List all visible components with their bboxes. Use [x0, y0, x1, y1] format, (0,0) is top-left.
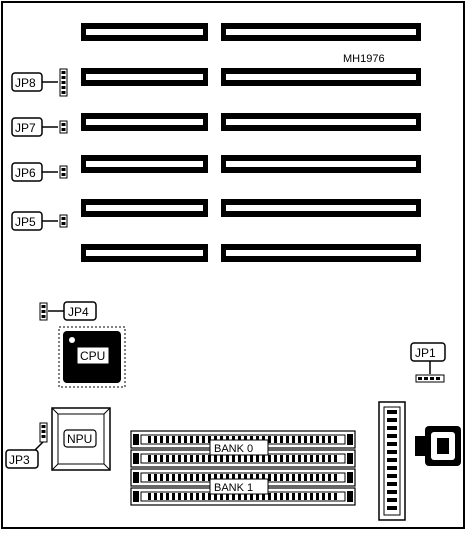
- expansion-slot: [81, 155, 208, 173]
- jumper-pins: [59, 214, 68, 228]
- power-pin: [387, 498, 397, 502]
- expansion-slot: [81, 199, 208, 217]
- power-pin: [387, 474, 397, 478]
- jumper-pins: [59, 120, 68, 134]
- power-pin: [387, 434, 397, 438]
- model-code: MH1976: [343, 53, 385, 65]
- jumper-pins: [39, 422, 48, 443]
- power-pin: [387, 410, 397, 414]
- jumper-jp8: JP8: [11, 68, 68, 97]
- power-pin: [387, 466, 397, 470]
- bank-0-label-box: BANK 0: [209, 439, 269, 456]
- power-pin: [387, 426, 397, 430]
- jumper-jp5: JP5: [11, 211, 68, 231]
- expansion-slot: [221, 155, 421, 173]
- jp4-label: JP4: [68, 305, 89, 319]
- jumper-pins: [415, 374, 445, 383]
- bank-1-label: BANK 1: [214, 482, 253, 494]
- power-connector: [378, 401, 406, 521]
- jumper-jp1: JP1: [410, 342, 446, 383]
- power-pin: [387, 442, 397, 446]
- jumper-jp3: JP3: [5, 422, 48, 469]
- expansion-slot: [221, 68, 421, 86]
- jumper-jp7: JP7: [11, 117, 68, 137]
- jp5-label: JP5: [15, 215, 36, 229]
- simm-slot: [130, 449, 356, 468]
- simm-slot: [130, 468, 356, 487]
- jumper-pins: [59, 165, 68, 179]
- power-pin: [387, 458, 397, 462]
- expansion-slot: [81, 113, 208, 131]
- jumper-jp4: JP4: [39, 301, 97, 321]
- cpu-chip: CPU: [58, 326, 126, 388]
- bank-0-label: BANK 0: [214, 443, 253, 455]
- jp7-label: JP7: [15, 121, 36, 135]
- expansion-slot: [221, 23, 421, 41]
- jumper-pins: [39, 302, 48, 321]
- jp1-label: JP1: [415, 346, 436, 360]
- expansion-slot: [221, 244, 421, 262]
- jp6-label: JP6: [15, 166, 36, 180]
- expansion-slot: [81, 23, 208, 41]
- expansion-slots: [81, 23, 421, 262]
- expansion-slot: [221, 113, 421, 131]
- jp8-label: JP8: [15, 76, 36, 90]
- npu-socket: NPU: [51, 407, 111, 471]
- jumper-jp6: JP6: [11, 162, 68, 182]
- expansion-slot: [221, 199, 421, 217]
- keyboard-connector: [415, 426, 461, 466]
- expansion-slot: [81, 244, 208, 262]
- power-pin: [387, 482, 397, 486]
- npu-label: NPU: [67, 432, 92, 446]
- expansion-slot: [81, 68, 208, 86]
- memory-banks: [130, 430, 356, 506]
- jumper-pins: [59, 68, 68, 97]
- jp3-label: JP3: [9, 453, 30, 467]
- power-pin: [387, 490, 397, 494]
- power-pin: [387, 418, 397, 422]
- bank-1-label-box: BANK 1: [209, 478, 269, 495]
- power-pin: [387, 450, 397, 454]
- power-pin: [387, 506, 397, 510]
- cpu-label: CPU: [80, 349, 105, 363]
